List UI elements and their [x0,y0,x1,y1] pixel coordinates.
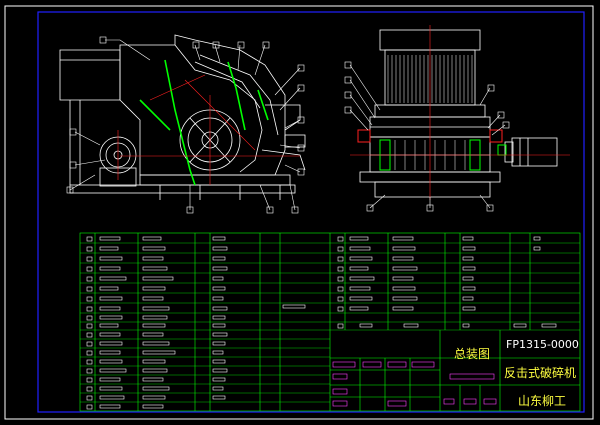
leaders-right [349,64,506,209]
machine-name: 反击式破碎机 [504,366,577,380]
parts-list-rows [80,242,580,403]
centerlines-left [117,74,300,185]
front-colored-parts [357,129,507,171]
side-section-view [59,34,306,200]
outer-frame [4,5,594,420]
front-view [359,29,558,198]
drawing-border [37,11,585,413]
drawing-code: FP1315-0000 [506,338,579,351]
title-block-markings [332,361,497,407]
centerlines-right [350,25,570,200]
balloons-left [66,36,305,214]
title-block [330,330,580,411]
parts-list-entries [86,236,557,410]
liner-highlight [139,59,269,186]
balloons-right [344,61,510,212]
drawing-title: 总装图 [454,347,491,361]
company-name: 山东柳工 [518,394,567,408]
